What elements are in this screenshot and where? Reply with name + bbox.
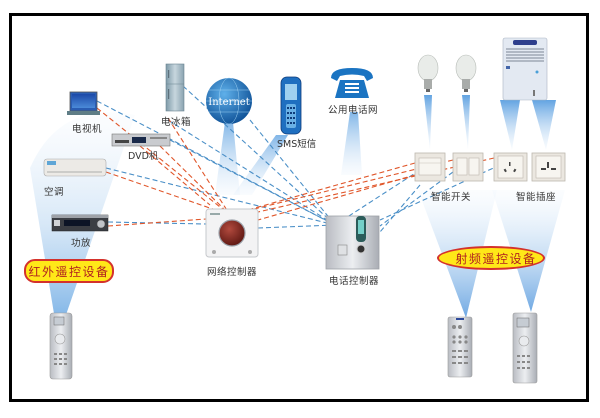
wire-red bbox=[139, 145, 211, 206]
network-controller-icon bbox=[205, 208, 259, 258]
wire-red bbox=[96, 107, 231, 216]
amp-label: 功放 bbox=[71, 238, 92, 249]
amplifier-icon bbox=[51, 214, 109, 232]
tv-label: 电视机 bbox=[72, 124, 103, 135]
wall-socket-icon bbox=[531, 152, 566, 182]
rf-remote-badge: 射频遥控设备 bbox=[437, 246, 545, 270]
pstn-label: 公用电话网 bbox=[328, 105, 379, 116]
wall-switch-icon bbox=[452, 152, 484, 182]
signal-beam bbox=[500, 100, 520, 150]
dvd-label: DVD机 bbox=[128, 151, 159, 162]
wire-blue bbox=[379, 164, 501, 221]
remote-control-icon bbox=[447, 316, 473, 378]
smart-switch-label: 智能开关 bbox=[431, 192, 472, 203]
signal-beam bbox=[341, 112, 362, 175]
internet-label: Internet bbox=[208, 97, 249, 108]
smart-socket-label: 智能插座 bbox=[516, 192, 557, 203]
wire-blue bbox=[257, 224, 336, 229]
phone-controller-icon bbox=[325, 215, 380, 270]
wire-blue bbox=[169, 139, 336, 226]
remote-control-icon bbox=[49, 312, 73, 380]
mobile-phone-icon bbox=[280, 76, 302, 135]
globe-icon bbox=[206, 77, 252, 125]
wire-red bbox=[229, 162, 416, 216]
light-bulb-icon bbox=[455, 54, 477, 92]
refrigerator-icon bbox=[165, 63, 185, 112]
wire-blue bbox=[96, 100, 336, 226]
wire-red bbox=[105, 171, 231, 216]
wire-blue bbox=[167, 119, 336, 226]
signal-beam bbox=[462, 95, 470, 150]
wire-blue bbox=[379, 184, 421, 233]
light-bulb-icon bbox=[417, 54, 439, 92]
wall-socket-icon bbox=[493, 152, 528, 182]
net-controller-label: 网络控制器 bbox=[207, 267, 258, 278]
wire-red bbox=[229, 159, 454, 216]
wire-red bbox=[167, 117, 231, 216]
wire-red bbox=[107, 218, 207, 227]
dvd-player-icon bbox=[111, 133, 171, 147]
wire-blue bbox=[105, 167, 336, 226]
ir-remote-badge: 红外遥控设备 bbox=[24, 259, 114, 283]
signal-beam bbox=[532, 100, 556, 150]
signal-beam bbox=[424, 95, 432, 150]
wall-switch-icon bbox=[414, 152, 446, 182]
phone-controller-label: 电话控制器 bbox=[329, 276, 380, 287]
air-cooler-icon bbox=[502, 37, 548, 101]
fridge-label: 电冰箱 bbox=[161, 117, 192, 128]
telephone-icon bbox=[331, 68, 373, 98]
ac-label: 空调 bbox=[44, 187, 65, 198]
air-conditioner-icon bbox=[43, 158, 107, 177]
tv-icon bbox=[67, 91, 100, 115]
signal-beam bbox=[233, 135, 288, 195]
remote-control-icon bbox=[512, 312, 538, 384]
wire-blue bbox=[249, 119, 336, 226]
sms-label: SMS短信 bbox=[277, 139, 317, 150]
wire-red bbox=[159, 145, 231, 216]
signal-beam bbox=[215, 122, 240, 195]
